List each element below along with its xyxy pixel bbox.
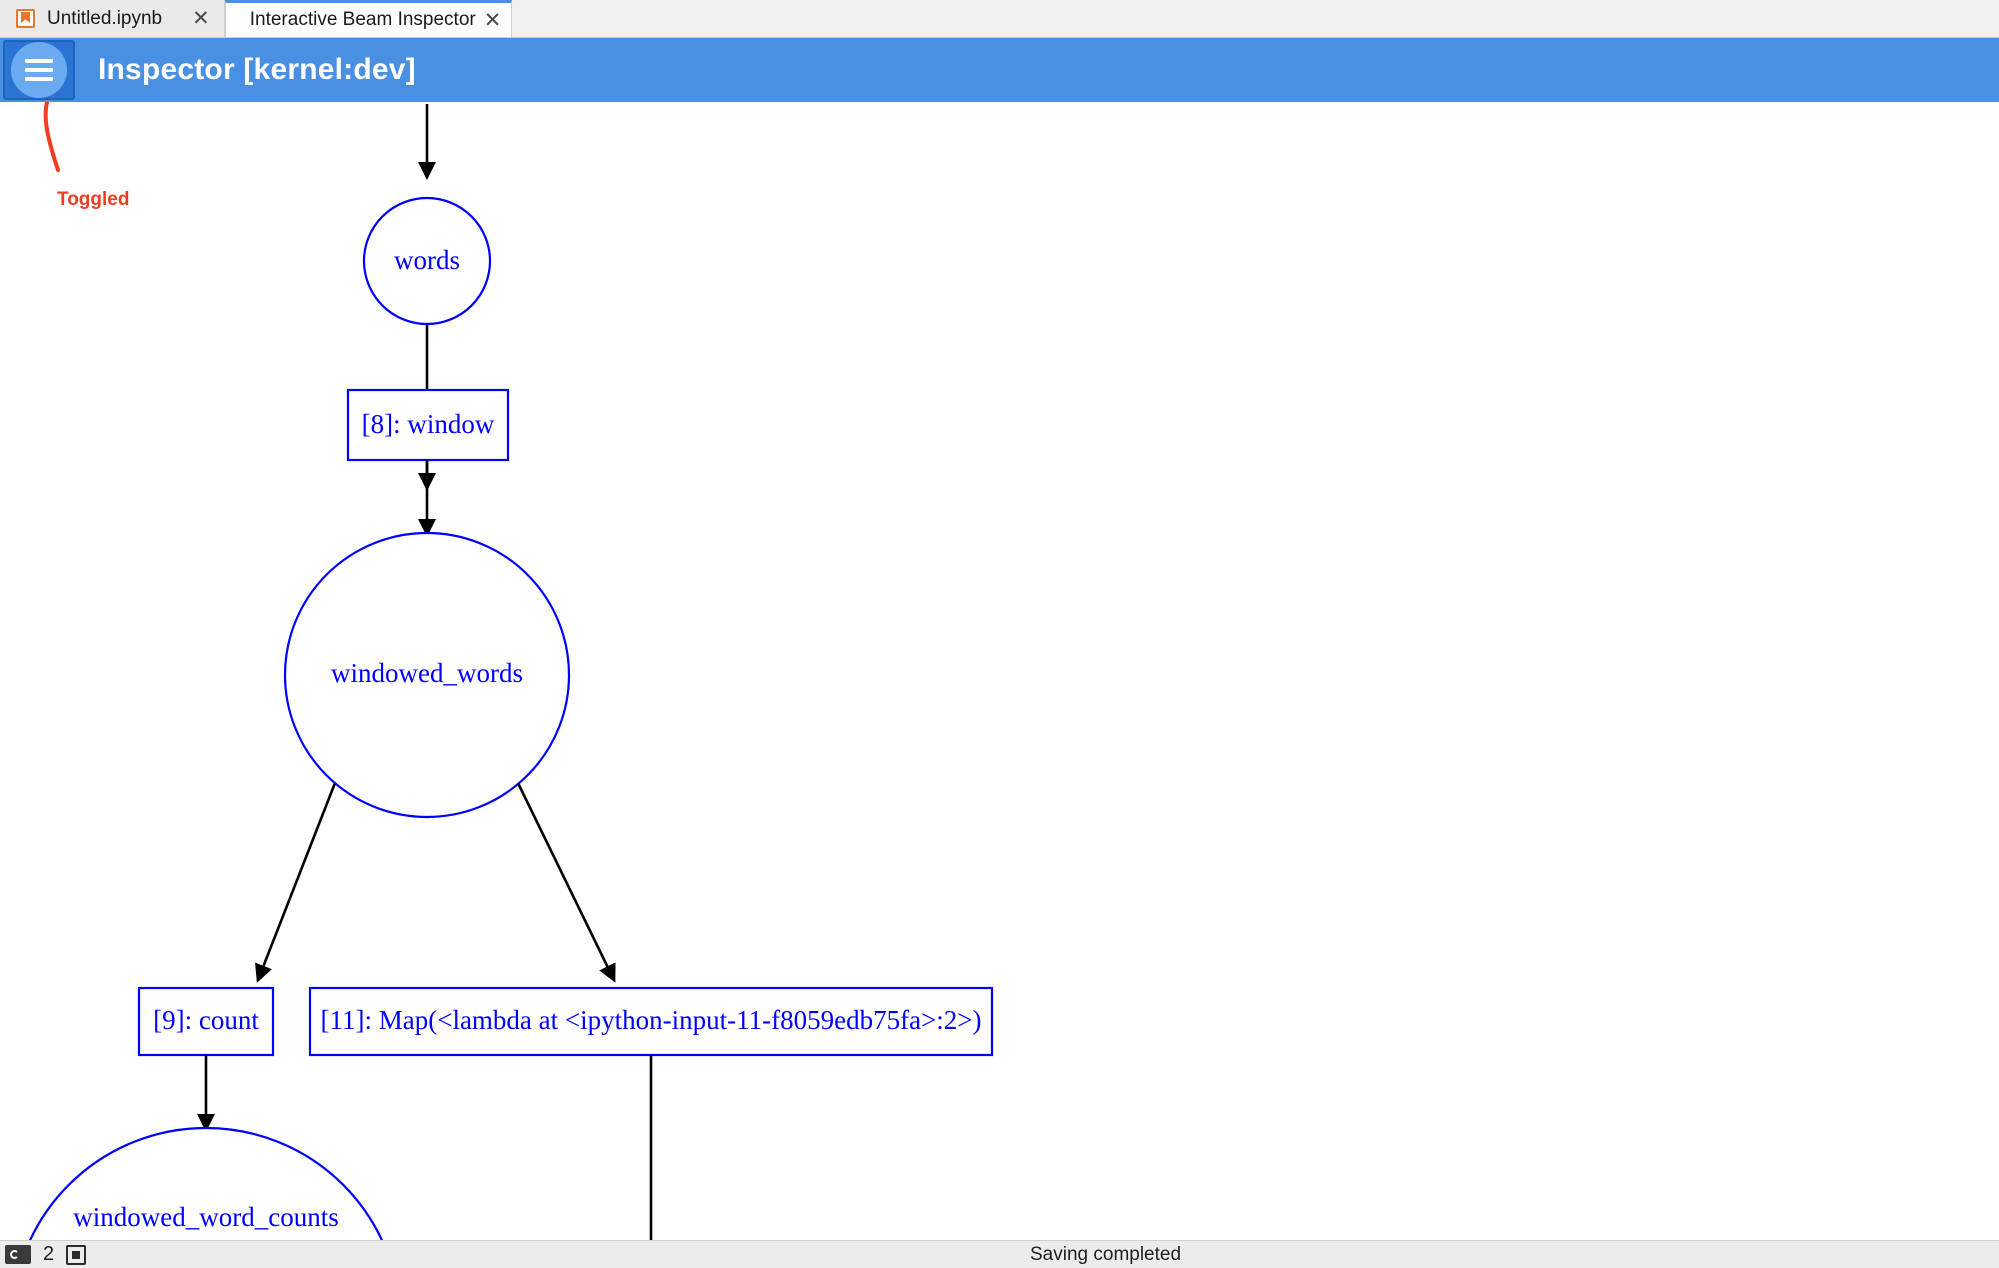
tab-label: Interactive Beam Inspector bbox=[249, 9, 476, 30]
graph-canvas[interactable]: words [8]: window windowed_words bbox=[0, 102, 1999, 1240]
graph-node-label: words bbox=[394, 245, 460, 275]
status-bar: 2 Saving completed bbox=[0, 1240, 1999, 1268]
tab-untitled-ipynb[interactable]: Untitled.ipynb ✕ bbox=[0, 0, 225, 37]
pipeline-graph: words [8]: window windowed_words bbox=[12, 104, 994, 1240]
graph-node-label: [8]: window bbox=[362, 409, 495, 439]
tab-interactive-beam-inspector[interactable]: Interactive Beam Inspector ✕ bbox=[224, 0, 513, 37]
hamburger-menu-button[interactable] bbox=[3, 40, 75, 100]
tab-label: Untitled.ipynb bbox=[47, 7, 163, 29]
inspector-header: Inspector [kernel:dev] bbox=[0, 38, 1999, 102]
terminal-icon[interactable] bbox=[5, 1245, 31, 1264]
edge-windowed-words-count bbox=[255, 782, 337, 983]
kernel-chip-icon[interactable] bbox=[66, 1244, 87, 1265]
tab-bar-filler bbox=[512, 0, 1999, 37]
graph-node-count[interactable]: [9]: count bbox=[137, 986, 275, 1057]
graph-node-windowed-words[interactable]: windowed_words bbox=[283, 531, 571, 819]
notebook-icon bbox=[16, 9, 35, 28]
status-bar-left: 2 bbox=[0, 1243, 87, 1266]
status-message: Saving completed bbox=[1030, 1243, 1182, 1265]
graph-node-label: windowed_words bbox=[331, 658, 523, 688]
graph-node-windowed-word-counts[interactable]: windowed_word_counts bbox=[12, 1126, 400, 1240]
graph-node-label: [11]: Map(<lambda at <ipython-input-11-f… bbox=[321, 1005, 982, 1035]
kernel-count: 2 bbox=[43, 1243, 55, 1265]
tab-bar: Untitled.ipynb ✕ Interactive Beam Inspec… bbox=[0, 0, 1999, 38]
close-icon[interactable]: ✕ bbox=[483, 7, 502, 32]
page-title: Inspector [kernel:dev] bbox=[98, 53, 416, 86]
graph-node-window[interactable]: [8]: window bbox=[346, 388, 510, 462]
graph-node-map[interactable]: [11]: Map(<lambda at <ipython-input-11-f… bbox=[308, 986, 994, 1057]
graph-node-label: windowed_word_counts bbox=[73, 1202, 338, 1232]
graph-node-words[interactable]: words bbox=[362, 196, 492, 326]
close-icon[interactable]: ✕ bbox=[192, 6, 210, 30]
edge-windowed-words-map bbox=[516, 782, 616, 983]
hamburger-menu-icon bbox=[11, 42, 67, 98]
graph-node-label: [9]: count bbox=[153, 1005, 259, 1035]
